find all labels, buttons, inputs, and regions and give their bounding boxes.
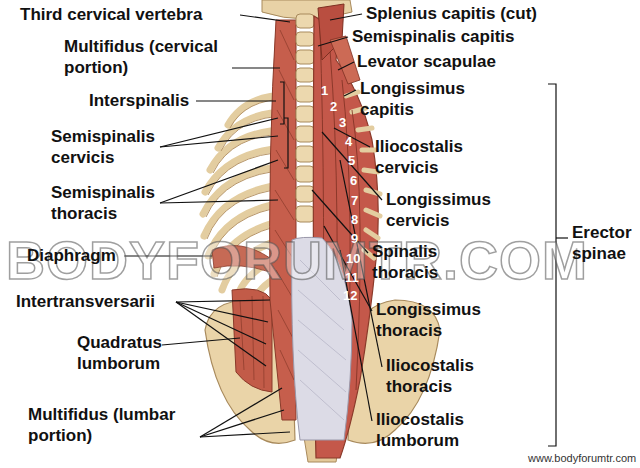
callout-number: 1 (321, 84, 328, 98)
part-label: Splenius capitis (cut) (366, 3, 537, 24)
part-label: Semispinalis capitis (352, 26, 515, 47)
part-label: Intertransversarii (16, 291, 155, 312)
callout-number: 3 (339, 116, 346, 130)
part-label: Longissimus thoracis (376, 299, 506, 341)
callout-number: 8 (351, 213, 358, 227)
part-label: Longissimus cervicis (386, 189, 516, 231)
callout-number: 10 (346, 252, 360, 266)
part-label: Iliocostalis lumborum (376, 409, 506, 451)
callout-number: 12 (343, 289, 357, 303)
part-label: Erector spinae (572, 222, 638, 264)
part-label: Interspinalis (89, 90, 189, 111)
callout-number: 6 (350, 174, 357, 188)
callout-number: 9 (351, 232, 358, 246)
part-label: Iliocostalis thoracis (386, 355, 516, 397)
part-label: Third cervical vertebra (20, 4, 202, 25)
part-label: Multifidus (cervical portion) (64, 36, 232, 78)
callout-number: 5 (348, 154, 355, 168)
callout-number: 2 (330, 100, 337, 114)
callout-number: 4 (345, 135, 352, 149)
callout-number: 11 (345, 271, 359, 285)
part-label: Levator scapulae (357, 51, 496, 72)
part-label: Quadratus lumborum (77, 332, 177, 374)
part-label: Diaphragm (27, 245, 116, 266)
part-label: Longissimus capitis (360, 78, 490, 120)
part-label: Spinalis thoracis (372, 241, 472, 283)
part-label: Semispinalis cervicis (51, 126, 173, 168)
watermark-url: www.bodyforumtr.com (528, 452, 636, 465)
part-label: Semispinalis thoracis (51, 182, 173, 224)
part-label: Iliocostalis cervicis (375, 136, 505, 178)
part-label: Multifidus (lumbar portion) (28, 404, 200, 446)
callout-number: 7 (351, 194, 358, 208)
